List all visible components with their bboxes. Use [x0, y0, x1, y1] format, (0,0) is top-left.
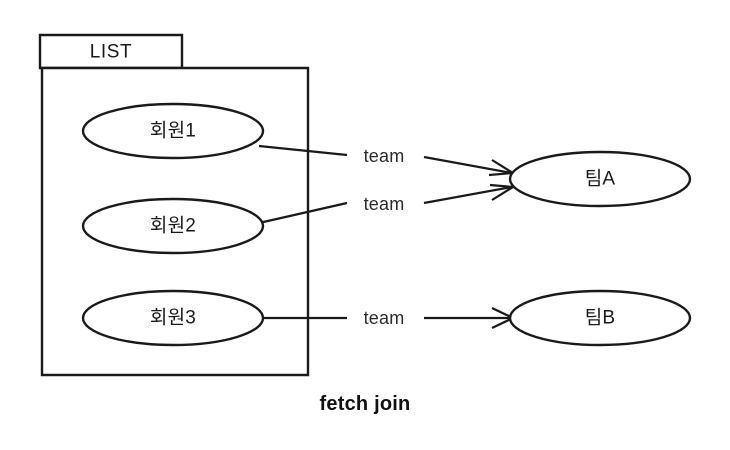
node-label-member1: 회원1: [149, 120, 197, 142]
arrow-shaft: [423, 185, 513, 205]
arrow-member1-teamA: [423, 155, 517, 177]
connector-member1: [258, 144, 348, 157]
arrow-head-icon: [488, 159, 517, 177]
arrow-member3-teamB: [424, 307, 516, 329]
edge-label-member2-teamA: team: [363, 194, 405, 214]
arrow-shaft: [423, 155, 513, 175]
diagram-caption: fetch join: [319, 393, 411, 415]
edge-label-member1-teamA: team: [363, 146, 405, 166]
node-label-teamA: 팀A: [584, 168, 616, 190]
node-label-member3: 회원3: [149, 307, 197, 329]
node-ellipse-member3[interactable]: [81, 289, 265, 347]
connector-member2: [258, 201, 348, 225]
node-ellipse-member2[interactable]: [81, 197, 265, 255]
arrow-head-icon: [489, 183, 517, 201]
node-ellipse-member1[interactable]: [81, 102, 265, 160]
package-label-list: LIST: [89, 41, 133, 63]
node-label-teamB: 팀B: [584, 307, 616, 329]
node-ellipse-teamA[interactable]: [508, 150, 692, 208]
edge-label-member3-teamB: team: [363, 308, 405, 328]
node-ellipse-teamB[interactable]: [508, 289, 692, 347]
arrow-member2-teamA: [423, 183, 517, 205]
node-label-member2: 회원2: [149, 215, 197, 237]
